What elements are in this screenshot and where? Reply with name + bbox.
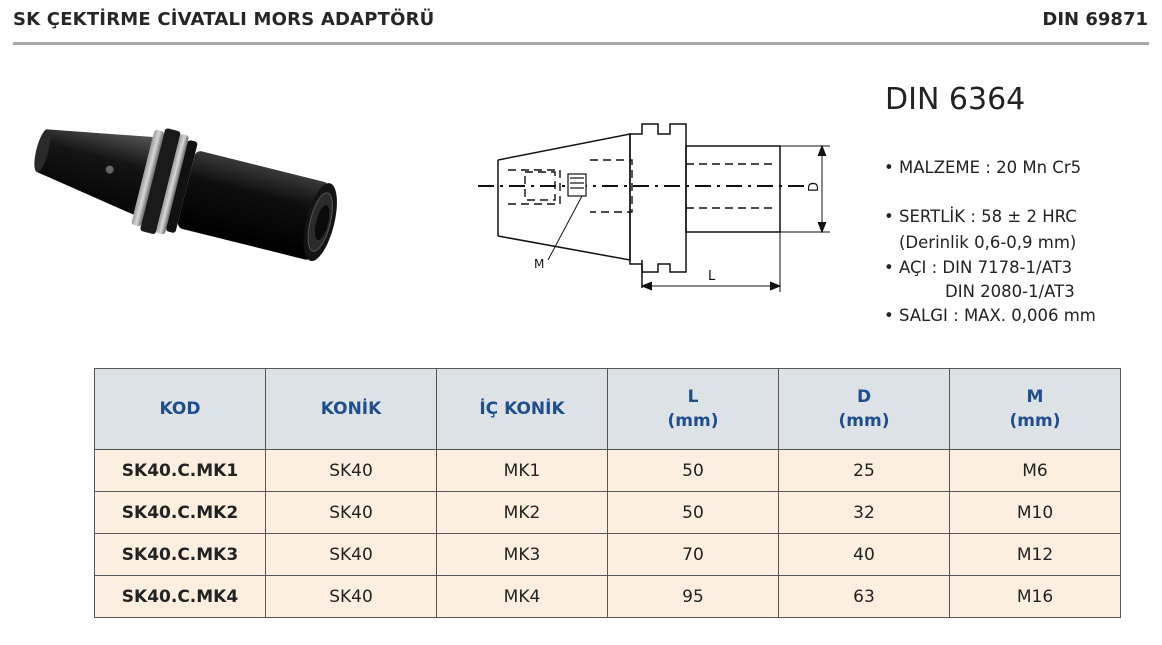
label-m: M: [534, 257, 544, 271]
spec-runout: • SALGI : MAX. 0,006 mm: [884, 306, 1096, 325]
table-row: SK40.C.MK1 SK40 MK1 50 25 M6: [94, 449, 1121, 492]
product-photo: [34, 128, 337, 262]
cell-code: SK40.C.MK2: [94, 491, 266, 534]
cell-d: 63: [778, 575, 950, 618]
cell-l: 95: [607, 575, 779, 618]
cell-d: 32: [778, 491, 950, 534]
cell-taper: SK40: [265, 575, 437, 618]
spec-hardness: • SERTLİK : 58 ± 2 HRC: [884, 207, 1077, 226]
spec-angle-2: DIN 2080-1/AT3: [945, 282, 1075, 301]
product-table: KOD KONİK İÇ KONİK L(mm) D(mm) M(mm) SK4…: [94, 368, 1121, 618]
col-header-inner-taper: İÇ KONİK: [436, 368, 608, 450]
cell-inner-taper: MK4: [436, 575, 608, 618]
cell-taper: SK40: [265, 491, 437, 534]
col-header-d: D(mm): [778, 368, 950, 450]
cell-inner-taper: MK3: [436, 533, 608, 576]
page-title: SK ÇEKTİRME CİVATALI MORS ADAPTÖRÜ: [13, 9, 435, 30]
cell-d: 40: [778, 533, 950, 576]
col-header-taper: KONİK: [265, 368, 437, 450]
cell-l: 50: [607, 491, 779, 534]
header-divider: [13, 42, 1149, 45]
standard-code: DIN 69871: [1042, 9, 1148, 30]
cell-m: M16: [949, 575, 1121, 618]
cell-d: 25: [778, 449, 950, 492]
cell-taper: SK40: [265, 533, 437, 576]
table-row: SK40.C.MK2 SK40 MK2 50 32 M10: [94, 491, 1121, 534]
cell-m: M10: [949, 491, 1121, 534]
cell-code: SK40.C.MK1: [94, 449, 266, 492]
cell-inner-taper: MK1: [436, 449, 608, 492]
technical-drawing: M D L: [478, 123, 830, 292]
table-header-row: KOD KONİK İÇ KONİK L(mm) D(mm) M(mm): [94, 368, 1121, 450]
spec-angle: • AÇI : DIN 7178-1/AT3: [884, 258, 1073, 277]
cell-code: SK40.C.MK4: [94, 575, 266, 618]
cell-taper: SK40: [265, 449, 437, 492]
table-row: SK40.C.MK3 SK40 MK3 70 40 M12: [94, 533, 1121, 576]
col-header-l: L(mm): [607, 368, 779, 450]
table-row: SK40.C.MK4 SK40 MK4 95 63 M16: [94, 575, 1121, 618]
spec-material: • MALZEME : 20 Mn Cr5: [884, 158, 1082, 177]
cell-inner-taper: MK2: [436, 491, 608, 534]
cell-l: 50: [607, 449, 779, 492]
label-l: L: [708, 269, 716, 284]
spec-hardness-depth: (Derinlik 0,6-0,9 mm): [899, 233, 1077, 252]
col-header-code: KOD: [94, 368, 266, 450]
cell-l: 70: [607, 533, 779, 576]
cell-m: M6: [949, 449, 1121, 492]
col-header-m: M(mm): [949, 368, 1121, 450]
label-d: D: [807, 182, 822, 192]
spec-standard-title: DIN 6364: [885, 82, 1026, 117]
cell-m: M12: [949, 533, 1121, 576]
cell-code: SK40.C.MK3: [94, 533, 266, 576]
